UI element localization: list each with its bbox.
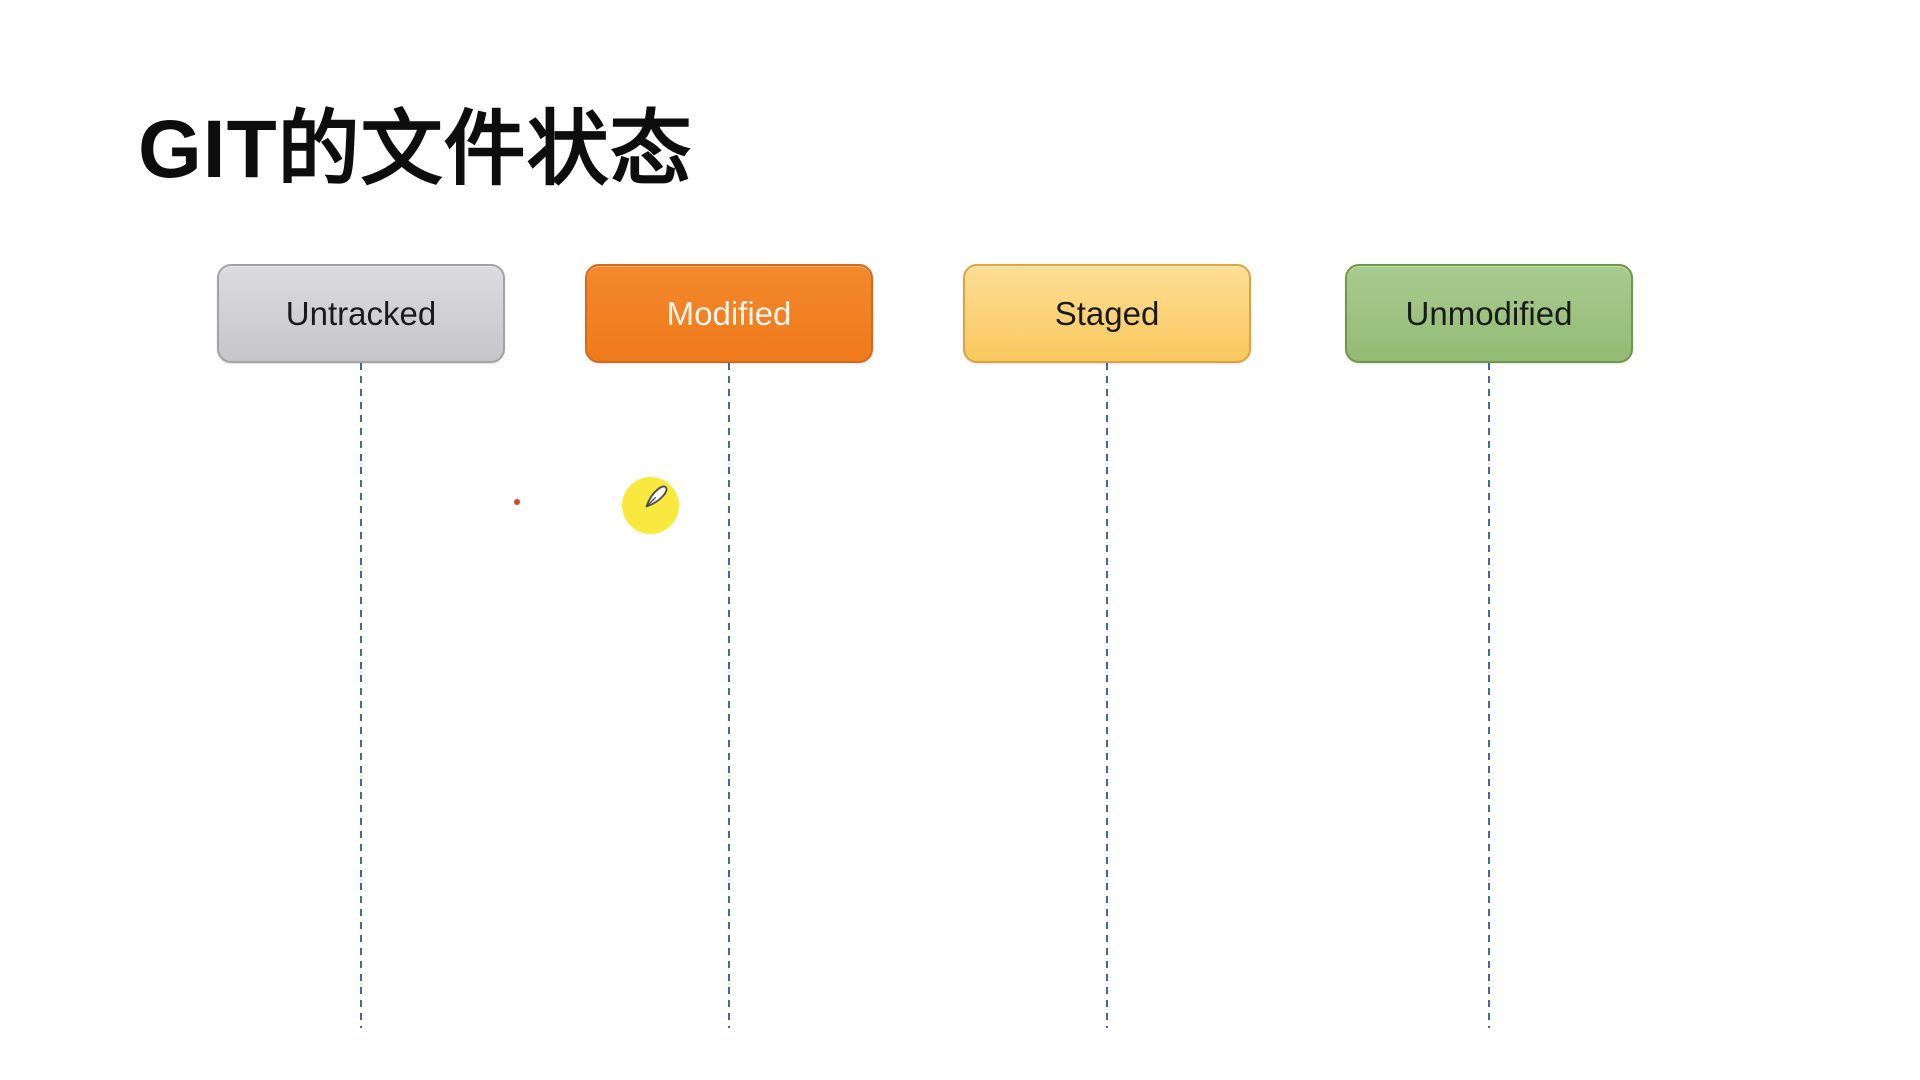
slide-title: GIT的文件状态: [138, 104, 693, 195]
annotation-dot: [514, 499, 520, 505]
pen-cursor: [622, 477, 679, 534]
lifeline-dashed: [360, 363, 362, 1028]
state-label: Untracked: [285, 294, 437, 332]
pen-icon: [645, 485, 668, 508]
state-lane: Staged: [963, 264, 1251, 1028]
lifeline-dashed: [1106, 363, 1108, 1028]
state-lane: Unmodified: [1345, 264, 1633, 1028]
state-box: Staged: [963, 264, 1251, 363]
state-label: Modified: [666, 294, 792, 332]
state-lane: Modified: [585, 264, 873, 1028]
lifeline-dashed: [728, 363, 730, 1028]
lifeline-dashed: [1488, 363, 1490, 1028]
state-box: Modified: [585, 264, 873, 363]
state-lane: Untracked: [217, 264, 505, 1028]
state-box: Untracked: [217, 264, 505, 363]
state-box: Unmodified: [1345, 264, 1633, 363]
state-label: Staged: [1054, 294, 1160, 332]
state-label: Unmodified: [1405, 294, 1573, 332]
